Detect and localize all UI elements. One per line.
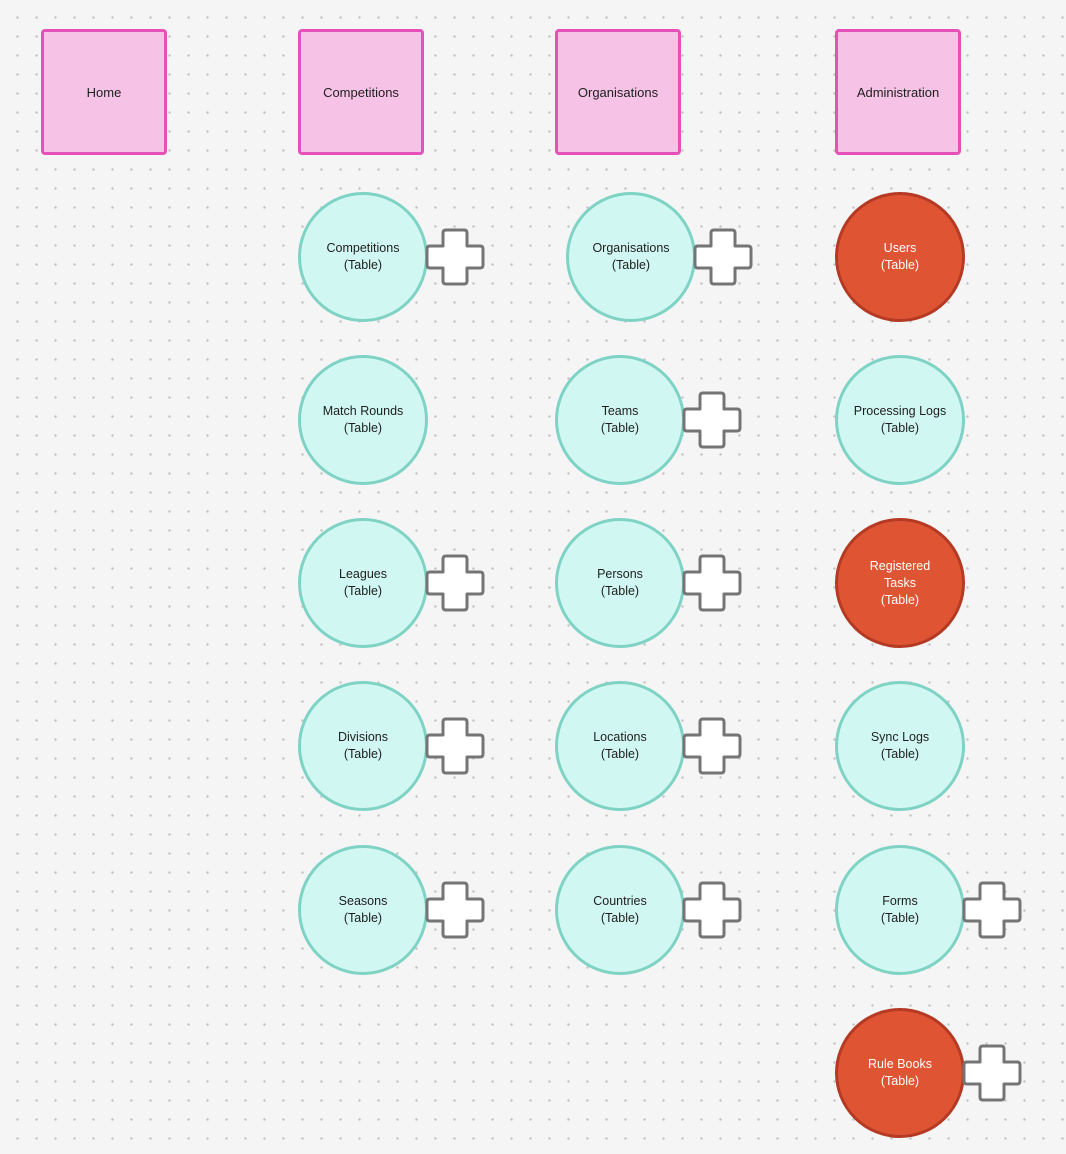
plus-icon[interactable]	[682, 715, 744, 777]
plus-icon[interactable]	[682, 552, 744, 614]
node-label-line: (Table)	[600, 584, 640, 598]
node-label-line: Leagues	[339, 567, 387, 581]
plus-icon[interactable]	[425, 715, 487, 777]
plus-outline	[682, 717, 742, 775]
node-label-line: Registered	[869, 558, 931, 573]
plus-icon[interactable]	[425, 226, 487, 288]
node-label-line: (Table)	[343, 421, 383, 435]
node-label-line: Seasons	[338, 894, 388, 908]
plus-icon[interactable]	[962, 879, 1024, 941]
node-label-line: (Table)	[343, 911, 383, 925]
plus-shape	[682, 717, 742, 775]
node-seasons-table[interactable]: Seasons (Table)	[298, 845, 428, 975]
plus-outline	[693, 228, 753, 286]
sticky-home-label: Home	[86, 84, 122, 100]
node-label-line: Locations	[593, 730, 647, 744]
node-label-line: Users	[883, 241, 917, 255]
sticky-competitions[interactable]: Competitions	[298, 29, 424, 155]
node-label-line: (Table)	[880, 1074, 920, 1088]
node-label-line: Processing Logs	[853, 404, 947, 418]
sticky-home[interactable]: Home	[41, 29, 167, 155]
node-label-line: (Table)	[611, 258, 651, 272]
plus-icon[interactable]	[425, 552, 487, 614]
node-competitions-table[interactable]: Competitions (Table)	[298, 192, 428, 322]
node-label-line: Forms	[882, 894, 918, 908]
plus-shape	[425, 881, 485, 939]
node-label-line: Persons	[597, 567, 643, 581]
plus-shape	[682, 391, 742, 449]
plus-shape	[425, 228, 485, 286]
node-label-line: Countries	[593, 894, 647, 908]
node-rule-books-table[interactable]: Rule Books (Table)	[835, 1008, 965, 1138]
node-label-line: (Table)	[343, 258, 383, 272]
node-locations-table[interactable]: Locations (Table)	[555, 681, 685, 811]
plus-outline	[962, 881, 1022, 939]
plus-outline	[425, 717, 485, 775]
plus-icon[interactable]	[425, 879, 487, 941]
node-label-line: (Table)	[880, 592, 920, 607]
plus-shape	[682, 554, 742, 612]
plus-shape	[425, 554, 485, 612]
plus-icon[interactable]	[962, 1042, 1024, 1104]
node-organisations-table[interactable]: Organisations (Table)	[566, 192, 696, 322]
sticky-administration-label: Administration	[856, 84, 940, 100]
plus-shape	[425, 717, 485, 775]
node-leagues-table[interactable]: Leagues (Table)	[298, 518, 428, 648]
node-label-line: (Table)	[600, 747, 640, 761]
node-countries-table[interactable]: Countries (Table)	[555, 845, 685, 975]
node-registered-tasks-table[interactable]: Registered Tasks (Table)	[835, 518, 965, 648]
node-label-line: (Table)	[600, 421, 640, 435]
plus-outline	[425, 228, 485, 286]
node-label-line: Sync Logs	[870, 730, 930, 744]
node-label-line: Match Rounds	[322, 404, 404, 418]
node-label-line: (Table)	[880, 258, 920, 272]
plus-shape	[962, 881, 1022, 939]
node-label-line: (Table)	[600, 911, 640, 925]
node-label-line: (Table)	[880, 421, 920, 435]
node-label-line: Organisations	[592, 241, 670, 255]
node-users-table[interactable]: Users (Table)	[835, 192, 965, 322]
plus-outline	[682, 554, 742, 612]
node-label-line: Divisions	[337, 730, 388, 744]
node-forms-table[interactable]: Forms (Table)	[835, 845, 965, 975]
plus-outline	[682, 881, 742, 939]
plus-shape	[962, 1044, 1022, 1102]
plus-icon[interactable]	[693, 226, 755, 288]
node-label-line: Competitions	[326, 241, 400, 255]
node-label-line: Rule Books	[868, 1057, 932, 1071]
node-sync-logs-table[interactable]: Sync Logs (Table)	[835, 681, 965, 811]
node-teams-table[interactable]: Teams (Table)	[555, 355, 685, 485]
node-label-line: (Table)	[343, 584, 383, 598]
sticky-organisations-label: Organisations	[577, 84, 659, 100]
node-match-rounds-table[interactable]: Match Rounds (Table)	[298, 355, 428, 485]
node-label-line: (Table)	[343, 747, 383, 761]
node-label-line: (Table)	[880, 747, 920, 761]
plus-outline	[962, 1044, 1022, 1102]
node-label-line: Teams	[601, 404, 639, 418]
node-label-line: (Table)	[880, 911, 920, 925]
plus-outline	[425, 881, 485, 939]
plus-shape	[693, 228, 753, 286]
sticky-organisations[interactable]: Organisations	[555, 29, 681, 155]
node-divisions-table[interactable]: Divisions (Table)	[298, 681, 428, 811]
plus-outline	[682, 391, 742, 449]
node-processing-logs-table[interactable]: Processing Logs (Table)	[835, 355, 965, 485]
plus-icon[interactable]	[682, 879, 744, 941]
sticky-competitions-label: Competitions	[323, 84, 399, 100]
sticky-administration[interactable]: Administration	[835, 29, 961, 155]
plus-outline	[425, 554, 485, 612]
plus-icon[interactable]	[682, 389, 744, 451]
node-persons-table[interactable]: Persons (Table)	[555, 518, 685, 648]
node-label-line: Tasks	[884, 575, 916, 590]
plus-shape	[682, 881, 742, 939]
